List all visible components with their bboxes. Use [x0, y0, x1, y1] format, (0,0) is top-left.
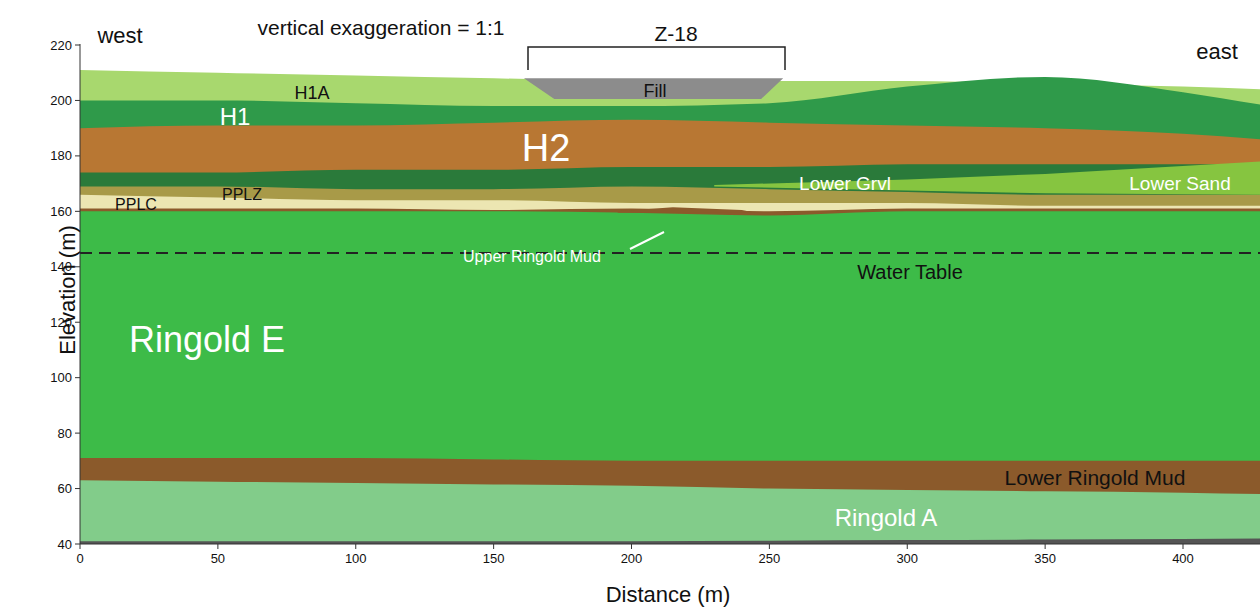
- unit-label: Ringold A: [835, 506, 938, 530]
- unit-label: Ringold E: [129, 322, 285, 358]
- axis-tick-label: 0: [76, 552, 83, 565]
- ringold-a-layer: [80, 480, 1260, 544]
- unit-label: Upper Ringold Mud: [463, 249, 601, 265]
- axis-tick-label: 100: [345, 552, 367, 565]
- axes: [75, 44, 1260, 549]
- axis-tick-label: 150: [483, 552, 505, 565]
- y-tick: [75, 433, 80, 434]
- z18-bracket: [528, 47, 785, 70]
- y-tick: [75, 544, 80, 545]
- y-tick: [75, 488, 80, 489]
- water-table-line: [80, 252, 1260, 254]
- unit-label: Lower Sand: [1129, 174, 1230, 193]
- y-tick: [75, 155, 80, 156]
- water-table-label: Water Table: [857, 262, 963, 282]
- axis-tick-label: 120: [50, 316, 72, 329]
- axis-tick-label: 200: [50, 94, 72, 107]
- unit-label: Lower Grvl: [799, 174, 891, 193]
- axis-tick-label: 40: [58, 538, 72, 551]
- x-tick: [355, 544, 356, 549]
- site-label: Z-18: [654, 23, 697, 44]
- y-tick: [75, 211, 80, 212]
- direction-label: west: [97, 25, 142, 47]
- y-tick: [75, 377, 80, 378]
- axis-tick-label: 220: [50, 39, 72, 52]
- h1-layer: [80, 77, 1260, 544]
- leader-line: [630, 232, 664, 249]
- unit-label: H1A: [294, 84, 329, 102]
- y-tick: [75, 45, 80, 46]
- y-tick: [75, 100, 80, 101]
- pplz-layer: [80, 186, 1260, 544]
- unit-label: H1: [220, 105, 251, 129]
- unit-label: Lower Ringold Mud: [1005, 467, 1186, 488]
- h2-layer: [80, 120, 1260, 544]
- axis-title: Elevation (m): [57, 225, 79, 355]
- unit-label: Fill: [644, 82, 667, 100]
- base-layer: [80, 538, 1260, 544]
- axis-tick-label: 140: [50, 260, 72, 273]
- lower-ringold-mud-layer: [80, 458, 1260, 544]
- upper-ringold-mud-layer: [80, 209, 1260, 544]
- axis-tick-label: 250: [759, 552, 781, 565]
- y-axis-line: [80, 44, 81, 544]
- ringold-e-layer: [80, 211, 1260, 544]
- axis-tick-label: 400: [1172, 552, 1194, 565]
- lower-sand-lens: [714, 161, 1260, 194]
- x-tick: [493, 544, 494, 549]
- x-axis-line: [80, 544, 1260, 545]
- strata: [80, 70, 1260, 544]
- axis-title: Distance (m): [606, 584, 731, 606]
- unit-label: H2: [522, 129, 571, 167]
- x-tick: [907, 544, 908, 549]
- pplc-layer: [80, 195, 1260, 544]
- h1a-layer: [80, 70, 1260, 544]
- lower-gravel-layer: [80, 164, 1260, 544]
- direction-label: east: [1196, 41, 1238, 63]
- axis-tick-label: 60: [58, 482, 72, 495]
- x-tick: [769, 544, 770, 549]
- unit-label: PPLZ: [222, 187, 262, 203]
- axis-tick-label: 180: [50, 149, 72, 162]
- axis-tick-label: 100: [50, 371, 72, 384]
- fill-body: [524, 78, 783, 99]
- axis-tick-label: 50: [211, 552, 225, 565]
- mud-lens: [618, 207, 756, 213]
- axis-tick-label: 350: [1034, 552, 1056, 565]
- x-tick: [1045, 544, 1046, 549]
- x-tick: [1183, 544, 1184, 549]
- axis-tick-label: 80: [58, 427, 72, 440]
- unit-label: PPLC: [115, 197, 157, 213]
- x-tick: [217, 544, 218, 549]
- axis-tick-label: 160: [50, 205, 72, 218]
- figure-note: vertical exaggeration = 1:1: [258, 17, 505, 38]
- axis-tick-label: 300: [896, 552, 918, 565]
- x-tick: [80, 544, 81, 549]
- axis-tick-label: 200: [621, 552, 643, 565]
- x-tick: [631, 544, 632, 549]
